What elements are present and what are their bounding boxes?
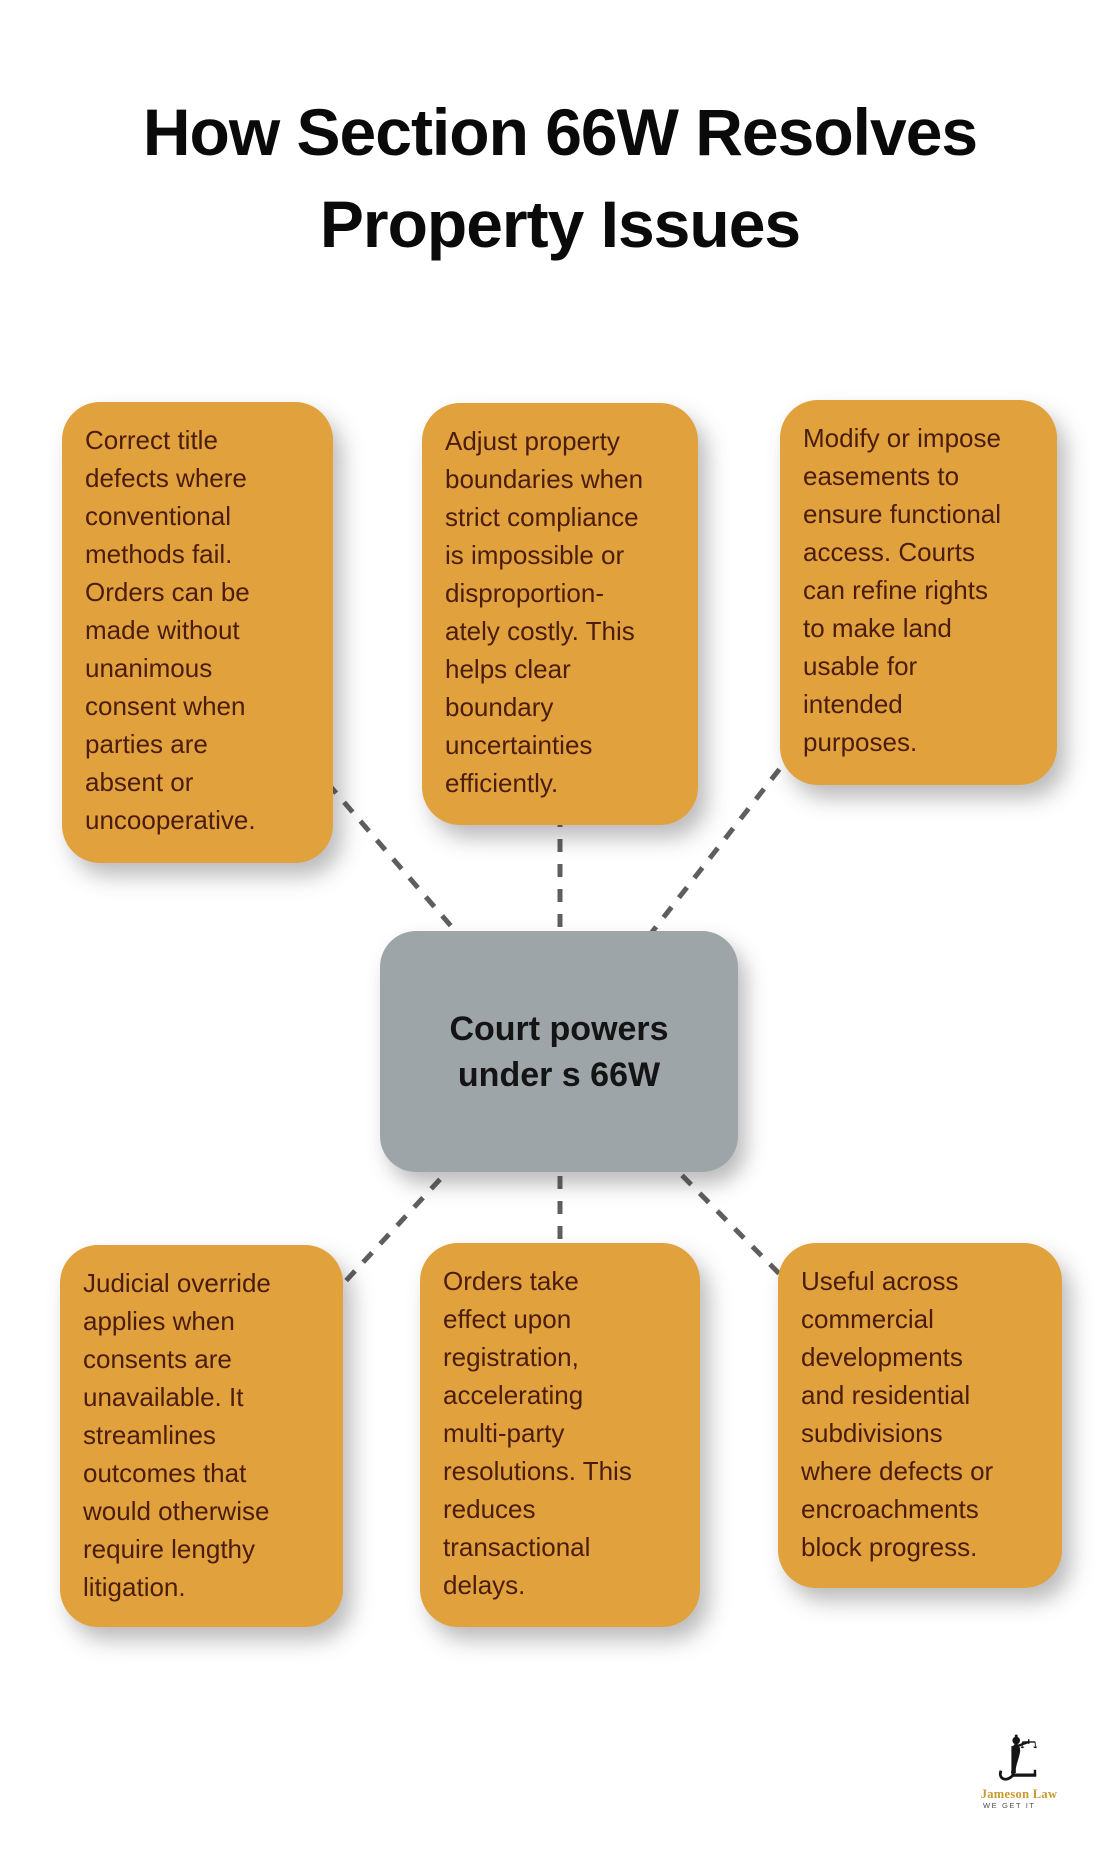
benefit-box-title-defects: Correct title defects where conventional…	[62, 402, 333, 863]
jameson-law-logo: Jameson Law WE GET IT	[975, 1732, 1063, 1811]
benefit-box-registration: Orders take effect upon registration, ac…	[420, 1243, 700, 1627]
page-title: How Section 66W Resolves Property Issues	[142, 95, 978, 261]
benefit-box-easements: Modify or impose easements to ensure fun…	[780, 400, 1057, 785]
lady-justice-scales-icon	[998, 1734, 1038, 1781]
benefit-box-judicial-override: Judicial override applies when consents …	[60, 1245, 343, 1627]
logo-tagline: WE GET IT	[983, 1801, 1036, 1810]
benefit-box-boundaries: Adjust property boundaries when strict c…	[422, 403, 698, 825]
logo-name: Jameson Law	[980, 1787, 1058, 1801]
benefit-box-developments: Useful across commercial developments an…	[778, 1243, 1062, 1588]
central-node-court-powers: Court powers under s 66W	[380, 931, 738, 1172]
